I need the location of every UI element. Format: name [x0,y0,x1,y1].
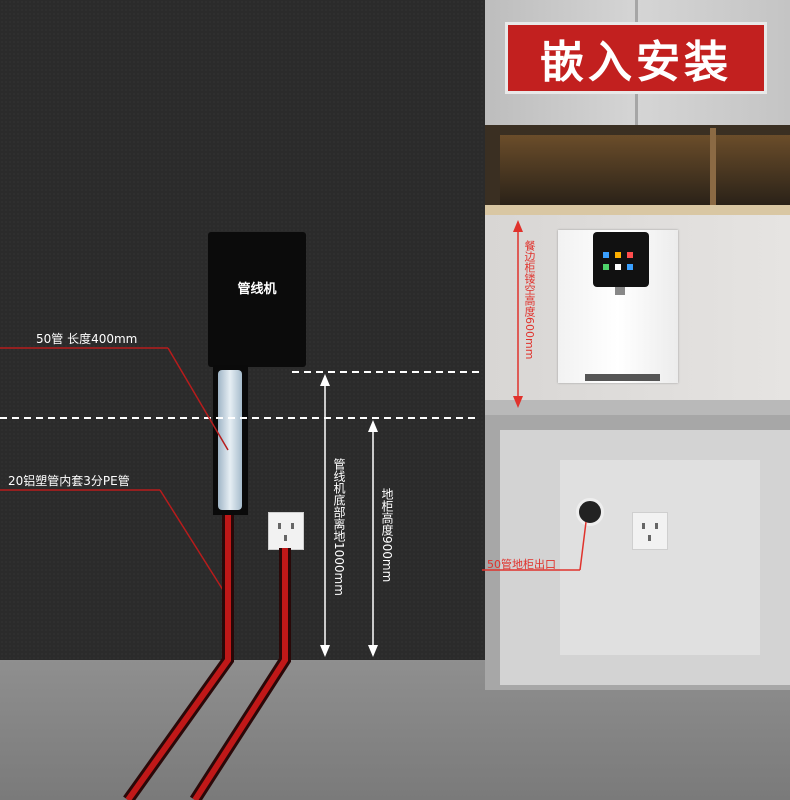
machine-height-label: 管线机底部离地1000mm [332,458,346,596]
cabinet-socket [632,512,668,550]
arrow-head-up [320,374,330,386]
title-text: 嵌入安装 [540,37,732,88]
dispenser-screen-icons [603,252,633,270]
title-banner: 嵌入安装 [505,22,767,94]
wall-socket [268,512,304,550]
pipe-outlet-hole [576,498,604,526]
arrow-head-up [368,420,378,432]
pe-pipe-label: 20铝塑管内套3分PE管 [8,474,130,488]
arrow-head-up [513,220,523,232]
pipe-right-shadow [189,548,291,800]
pipeline-machine-box [208,232,306,367]
pipe50-pointer-line [167,347,229,451]
arrow-head-down [368,645,378,657]
shelf-divider [710,128,716,213]
shelf-light [500,135,790,205]
countertop [485,400,790,415]
pe-pipe-pointer-line [159,489,229,599]
pipe-left [125,515,231,800]
cabinet-height-label: 地柜高度900mm [380,488,394,583]
niche-height-label: 餐边柜镂空高度600mm [523,240,536,360]
pipe-left-shadow [123,515,234,800]
arrow-head-down [513,396,523,408]
dispenser-screen [593,232,649,287]
outlet-pointer-line [579,521,587,571]
pipe-right [192,548,288,800]
arrow-head-down [320,645,330,657]
drip-tray [585,374,660,381]
shelf-board [485,205,790,217]
floor-cabinet-back-panel [560,460,760,655]
dispenser-spout [615,287,625,295]
pipeline-machine-label: 管线机 [237,282,277,297]
outlet-label: 50管地柜出口 [487,558,556,571]
pipe50-label: 50管 长度400mm [36,332,138,346]
